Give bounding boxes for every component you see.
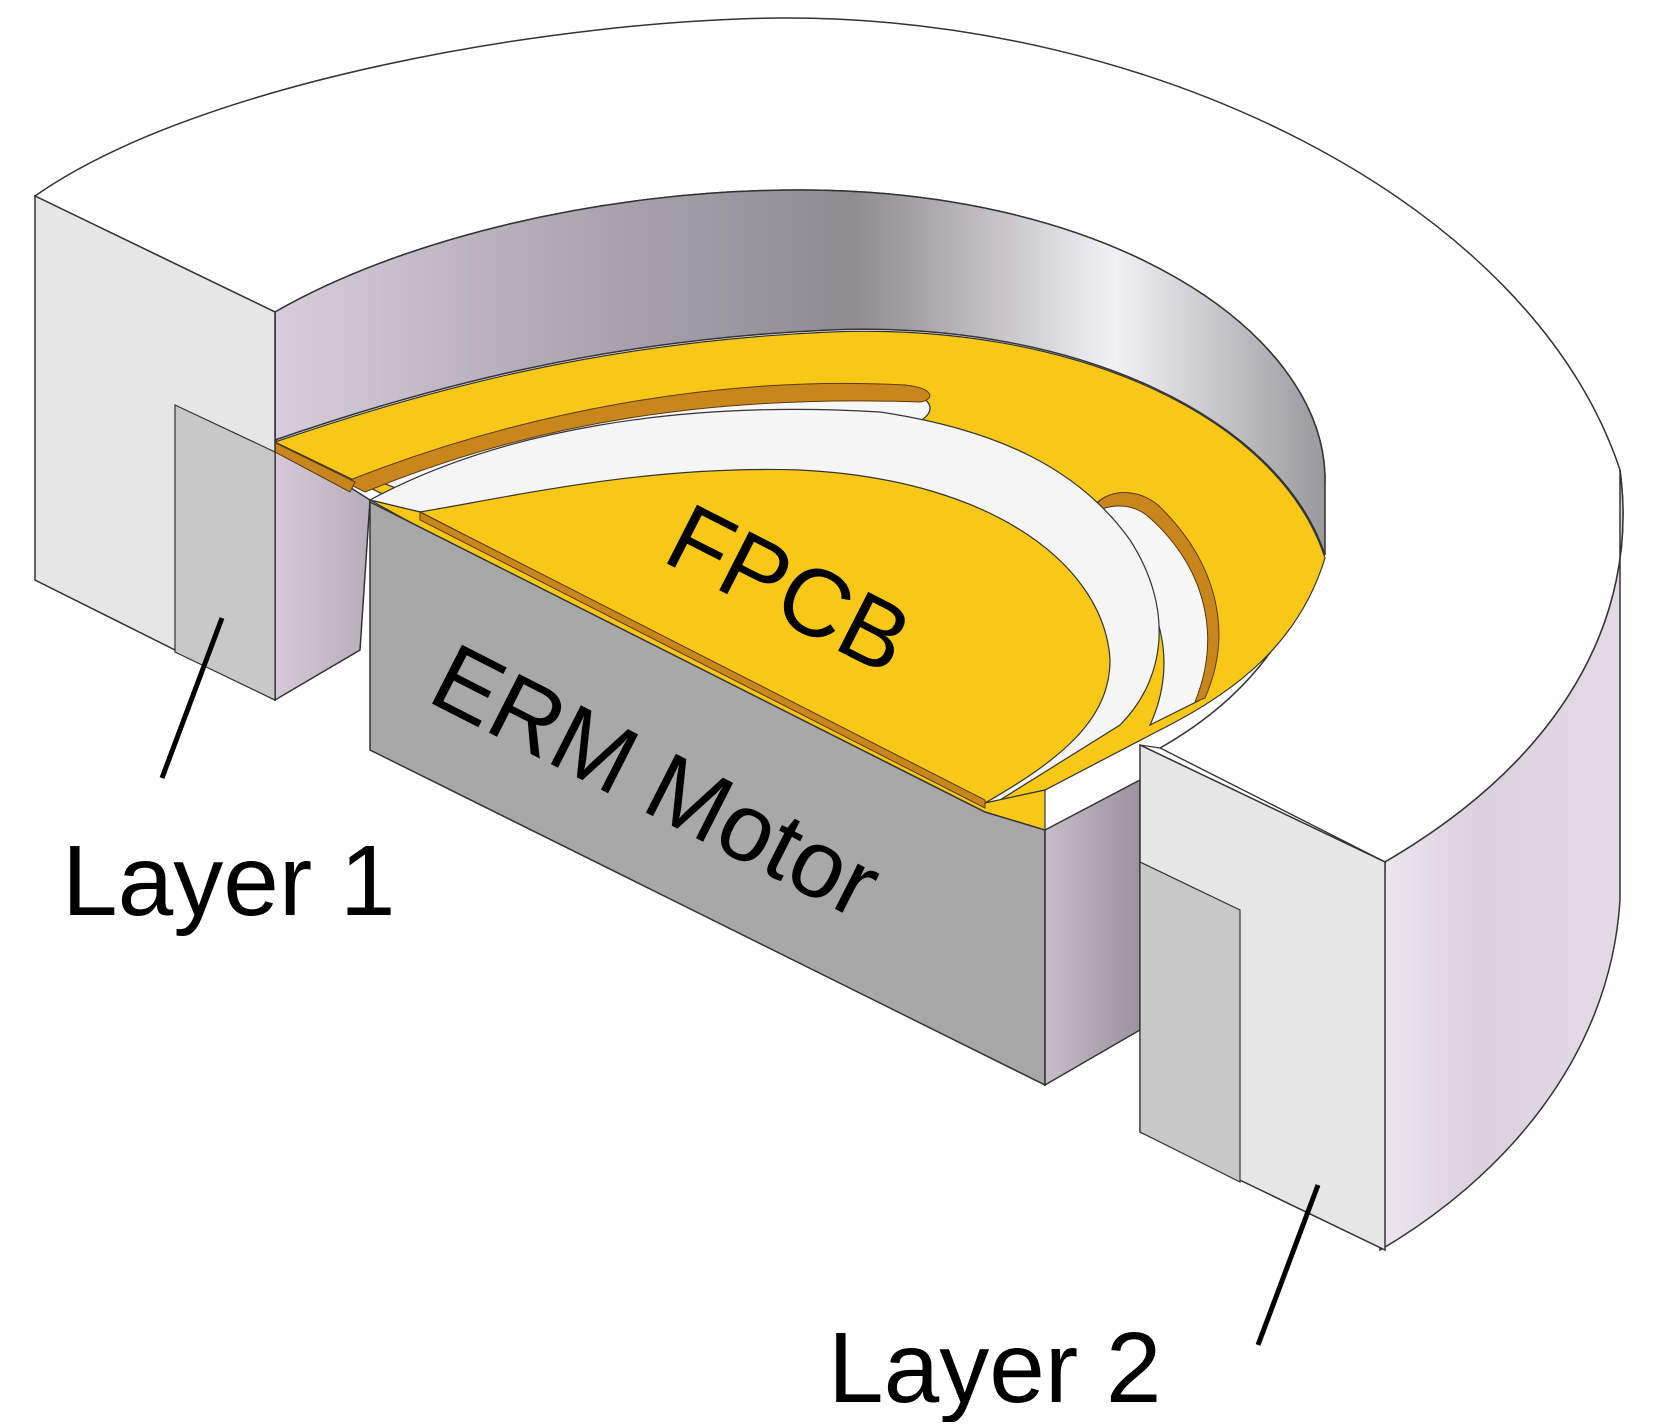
- fpcb-upper-slot-edge: [343, 382, 931, 493]
- housing-outer-wall: [1379, 469, 1624, 1252]
- layer1-leader-line: [159, 617, 225, 779]
- layer2-label: Layer 2: [828, 1312, 1162, 1422]
- fpcb-right-slot-edge: [1088, 492, 1220, 703]
- motor-side-face: [1044, 778, 1141, 1087]
- layer1-inner-face: [174, 404, 276, 701]
- layer2-inner-face: [1139, 861, 1241, 1183]
- layer1-label: Layer 1: [62, 825, 396, 937]
- motor-copper-edge: [419, 511, 986, 809]
- layer2-leader-line: [1255, 1184, 1321, 1346]
- housing-inner-wall: [274, 189, 1326, 556]
